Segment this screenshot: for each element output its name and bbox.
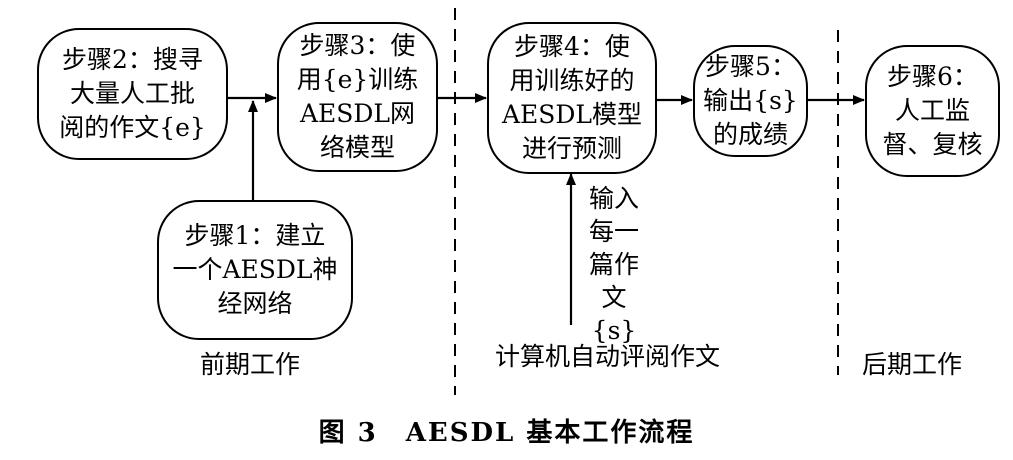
step1-node: 步骤1：建立 一个AESDL神 经网络 xyxy=(157,200,353,340)
step3-node: 步骤3：使 用{e}训练 AESDL网 络模型 xyxy=(277,22,438,172)
section-label-late: 后期工作 xyxy=(862,350,963,379)
step3-label: 步骤3：使 用{e}训练 AESDL网 络模型 xyxy=(296,31,419,162)
step6-node: 步骤6： 人工监 督、复核 xyxy=(865,45,1000,177)
step2-label: 步骤2：搜寻 大量人工批 阅的作文{e} xyxy=(59,45,206,142)
step5-node: 步骤5： 输出{s} 的成绩 xyxy=(693,45,808,157)
figure-caption: 图 3 AESDL 基本工作流程 xyxy=(318,418,695,448)
input-essay-label: 输入 每一 篇作 文{s} xyxy=(588,184,639,345)
step5-label: 步骤5： 输出{s} 的成绩 xyxy=(703,52,798,149)
section-label-early: 前期工作 xyxy=(200,350,301,379)
step2-node: 步骤2：搜寻 大量人工批 阅的作文{e} xyxy=(37,28,228,160)
step4-label: 步骤4：使 用训练好的 AESDL模型 进行预测 xyxy=(501,32,643,163)
step1-label: 步骤1：建立 一个AESDL神 经网络 xyxy=(172,221,338,318)
section-label-auto: 计算机自动评阅作文 xyxy=(495,342,721,371)
step4-node: 步骤4：使 用训练好的 AESDL模型 进行预测 xyxy=(487,22,657,174)
step6-label: 步骤6： 人工监 督、复核 xyxy=(882,62,983,159)
